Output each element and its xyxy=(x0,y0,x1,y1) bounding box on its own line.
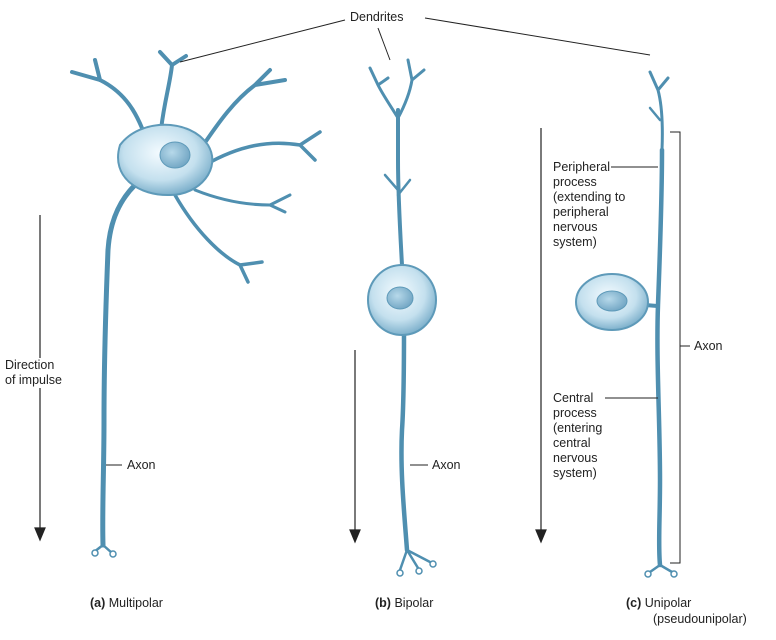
direction-arrows xyxy=(34,128,547,544)
nucleus xyxy=(386,286,414,310)
caption-text: Multipolar xyxy=(108,596,163,610)
caption-text: Bipolar xyxy=(394,596,434,610)
dendrites-leader-b xyxy=(377,27,391,61)
arrowhead xyxy=(349,529,361,544)
label-central-process: Central process (entering central nervou… xyxy=(553,391,603,480)
label-direction-of-impulse: Direction of impulse xyxy=(5,358,62,388)
caption-bipolar: (b) Bipolar xyxy=(375,596,433,611)
caption-letter: (a) xyxy=(90,596,106,610)
axon-bracket xyxy=(670,131,681,564)
unipolar-neuron xyxy=(641,70,674,574)
label-dendrites: Dendrites xyxy=(350,10,404,24)
axon-terminal xyxy=(109,550,117,558)
axon-terminal xyxy=(644,570,652,578)
arrowhead xyxy=(34,527,46,542)
axon-terminal xyxy=(415,567,423,575)
multipolar-neuron xyxy=(70,50,322,555)
axon-terminal xyxy=(91,549,99,557)
label-axon-multipolar: Axon xyxy=(127,458,156,472)
axon-terminal xyxy=(396,569,404,577)
label-axon-bipolar: Axon xyxy=(432,458,461,472)
caption-letter: (b) xyxy=(375,596,391,610)
axon-terminal xyxy=(429,560,437,568)
dendrites-leader-c xyxy=(424,17,651,56)
leader-lines xyxy=(106,17,690,564)
nucleus xyxy=(596,290,628,312)
bipolar-neuron xyxy=(368,58,432,572)
nucleus xyxy=(159,141,191,169)
axon-terminal xyxy=(670,570,678,578)
arrowhead xyxy=(535,529,547,544)
caption-letter: (c) xyxy=(626,596,642,610)
label-axon-unipolar: Axon xyxy=(694,339,723,353)
caption-unipolar-sub: (pseudounipolar) xyxy=(653,612,747,626)
label-peripheral-process: Peripheral process (extending to periphe… xyxy=(553,160,626,249)
caption-text: Unipolar xyxy=(644,596,692,610)
caption-unipolar: (c) Unipolar xyxy=(626,596,691,611)
caption-multipolar: (a) Multipolar xyxy=(90,596,163,611)
dendrites-leader-a xyxy=(179,19,346,63)
